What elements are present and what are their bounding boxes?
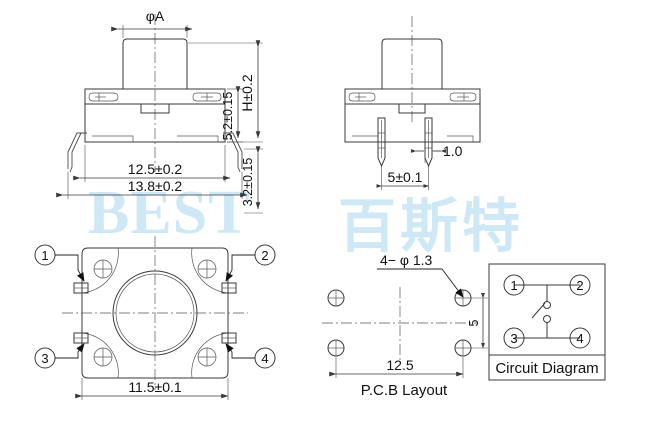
- dim-total-height: H±0.2: [188, 40, 263, 143]
- dim-pcb-vertical-label: 5: [467, 319, 481, 326]
- front-view-body: [84, 104, 226, 143]
- front-view-left-lead: [67, 132, 87, 173]
- callout-3: 3: [34, 343, 85, 369]
- circuit-contact-lower: [543, 315, 551, 323]
- bottom-view-outline: [81, 247, 229, 379]
- dim-pin-width: 1.0: [410, 143, 463, 163]
- dim-lead-length-label: 3.2±0.15: [241, 158, 255, 207]
- dim-bottom-body-width: 11.5±0.1: [75, 378, 229, 400]
- circuit-terminal-3-label: 3: [510, 331, 517, 346]
- circuit-diagram-caption: Circuit Diagram: [495, 360, 598, 377]
- corner-arc-br: [191, 332, 229, 379]
- dim-width-inner: 12.5±0.2: [73, 145, 231, 182]
- callout-1: 1: [34, 244, 85, 282]
- bottom-view-terminals: [73, 282, 237, 344]
- circuit-terminal-2-label: 2: [576, 278, 583, 293]
- side-view: 1.0 5±0.1: [344, 16, 481, 190]
- circuit-switch-lever: [531, 302, 546, 319]
- circuit-diagram-frame: [488, 263, 606, 381]
- dim-pcb-horizontal-label: 12.5: [386, 357, 413, 373]
- dim-pin-pitch: 5±0.1: [376, 166, 429, 190]
- dim-width-inner-label: 12.5±0.2: [128, 161, 183, 177]
- corner-arc-bl: [81, 332, 119, 379]
- side-view-body-detail: [352, 135, 474, 142]
- dim-pin-width-label: 1.0: [443, 143, 463, 159]
- dim-body-height: 5.2±0.15: [221, 86, 243, 143]
- circuit-terminal-4-label: 4: [576, 331, 583, 346]
- side-view-pin-left: [377, 117, 386, 168]
- callout-3-label: 3: [41, 351, 48, 366]
- callout-1-label: 1: [41, 248, 48, 263]
- dim-plunger-diameter-label: φA: [146, 8, 165, 24]
- circuit-terminal-4: 4: [569, 327, 591, 349]
- dim-lead-length: 3.2±0.15: [241, 146, 263, 214]
- circuit-terminal-3: 3: [503, 327, 525, 349]
- pcb-hole-note-label: 4− φ 1.3: [380, 252, 432, 268]
- dim-pcb-horizontal: 12.5: [329, 357, 464, 378]
- circuit-terminal-1: 1: [503, 274, 525, 296]
- side-plunger-outline: [381, 38, 443, 89]
- callout-4: 4: [225, 343, 276, 369]
- callout-4-label: 4: [261, 351, 268, 366]
- circuit-terminal-1-label: 1: [510, 278, 517, 293]
- dim-pin-pitch-label: 5±0.1: [388, 169, 423, 185]
- bottom-view: 1 2 3 4: [34, 236, 276, 400]
- circuit-terminal-2: 2: [569, 274, 591, 296]
- dim-body-height-label: 5.2±0.15: [221, 92, 235, 141]
- plunger-outline: [122, 38, 188, 89]
- side-view-body: [344, 104, 481, 143]
- front-view-body-detail: [92, 135, 219, 142]
- side-view-flange: [344, 88, 481, 114]
- dim-total-height-label: H±0.2: [239, 74, 255, 111]
- pcb-hole-note: 4− φ 1.3: [377, 252, 464, 298]
- bottom-view-rivets: [93, 259, 217, 367]
- dim-pcb-vertical: 5: [467, 292, 488, 349]
- front-view-right-lead: [223, 132, 243, 173]
- dim-width-outer: 13.8±0.2: [56, 172, 248, 199]
- dim-bottom-body-width-label: 11.5±0.1: [128, 379, 182, 395]
- callout-2: 2: [225, 244, 276, 282]
- pcb-layout-caption: P.C.B Layout: [361, 382, 448, 399]
- corner-arc-tl: [81, 247, 119, 294]
- circuit-diagram: 1 2 3 4 Circuit Diagram: [488, 263, 606, 381]
- circuit-contact-upper: [543, 301, 551, 309]
- corner-arc-tr: [191, 247, 229, 294]
- dim-width-outer-label: 13.8±0.2: [128, 178, 183, 194]
- dim-plunger-diameter: φA: [111, 8, 193, 38]
- pcb-layout: 4− φ 1.3 5 12.5 P.C.B Layout: [322, 252, 488, 399]
- callout-2-label: 2: [261, 248, 268, 263]
- front-view: φA H±0.2 5.2±0.15 3.2±0.15: [56, 8, 263, 214]
